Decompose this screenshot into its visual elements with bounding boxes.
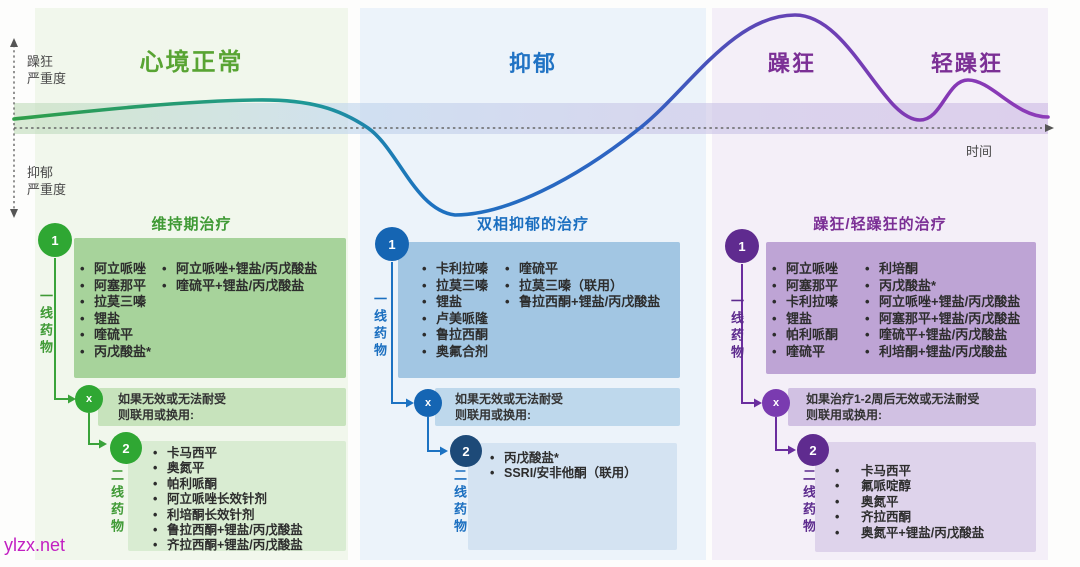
badge-second-line-purple: 2	[797, 434, 829, 466]
drug-item: 拉莫三嗪（联用）	[505, 278, 660, 295]
drug-list: 阿立哌唑阿塞那平卡利拉嗪锂盐帕利哌酮喹硫平	[772, 261, 865, 360]
drug-item: 帕利哌酮	[153, 477, 342, 493]
drug-item: 帕利哌酮	[772, 327, 865, 344]
drug-item: 锂盐	[422, 294, 505, 311]
y-axis-label-depression-severity: 抑郁 严重度	[27, 165, 67, 197]
drug-list: 利培酮丙戊酸盐*阿立哌唑+锂盐/丙戊酸盐阿塞那平+锂盐/丙戊酸盐喹硫平+锂盐/丙…	[865, 261, 1020, 360]
drug-item: 丙戊酸盐*	[490, 451, 673, 467]
drug-item: 丙戊酸盐*	[865, 278, 1020, 295]
badge-switch-purple: x	[762, 389, 790, 417]
phase-title-hypomania: 轻躁狂	[930, 51, 1003, 76]
drug-item: 奥氮平+锂盐/丙戊酸盐	[835, 526, 1032, 542]
section-title-maintenance: 维持期治疗	[151, 216, 232, 233]
drug-item: 阿立哌唑	[772, 261, 865, 278]
drug-list: 卡马西平奥氮平帕利哌酮阿立哌唑长效针剂利培酮长效针剂鲁拉西酮+锂盐/丙戊酸盐齐拉…	[153, 446, 342, 554]
badge-first-line-blue: 1	[375, 227, 409, 261]
drug-item: 阿立哌唑+锂盐/丙戊酸盐	[865, 294, 1020, 311]
drug-item: 齐拉西酮	[835, 510, 1032, 526]
drug-item: 卡马西平	[835, 464, 1032, 480]
severity-axis-down-arrow-icon	[10, 209, 18, 218]
drug-item: 拉莫三嗪	[80, 294, 162, 311]
drug-item: 丙戊酸盐*	[80, 344, 162, 361]
first-line-box-purple: 阿立哌唑阿塞那平卡利拉嗪锂盐帕利哌酮喹硫平 利培酮丙戊酸盐*阿立哌唑+锂盐/丙戊…	[766, 242, 1036, 374]
drug-item: 齐拉西酮+锂盐/丙戊酸盐	[153, 538, 342, 554]
switch-note-purple: 如果治疗1-2周后无效或无法耐受 则联用或换用:	[788, 388, 1036, 426]
drug-item: 阿立哌唑+锂盐/丙戊酸盐	[162, 261, 317, 278]
drug-item: 喹硫平+锂盐/丙戊酸盐	[865, 327, 1020, 344]
drug-item: 喹硫平	[80, 327, 162, 344]
drug-item: 喹硫平+锂盐/丙戊酸盐	[162, 278, 317, 295]
drug-item: 阿塞那平+锂盐/丙戊酸盐	[865, 311, 1020, 328]
drug-item: 锂盐	[80, 311, 162, 328]
drug-list: 卡利拉嗪拉莫三嗪锂盐卢美哌隆鲁拉西酮奥氟合剂	[422, 261, 505, 360]
first-line-box-green: 阿立哌唑阿塞那平拉莫三嗪锂盐喹硫平丙戊酸盐* 阿立哌唑+锂盐/丙戊酸盐喹硫平+锂…	[74, 238, 346, 378]
first-line-label-green: 一线药物	[38, 289, 53, 357]
drug-list: 喹硫平拉莫三嗪（联用）鲁拉西酮+锂盐/丙戊酸盐	[505, 261, 660, 360]
switch-note-blue: 如果无效或无法耐受 则联用或换用:	[435, 388, 680, 426]
drug-item: 卡马西平	[153, 446, 342, 462]
drug-list: 卡马西平氟哌啶醇奥氮平齐拉西酮奥氮平+锂盐/丙戊酸盐	[835, 464, 1032, 541]
x-axis-label-time: 时间	[966, 144, 993, 159]
drug-item: 阿立哌唑	[80, 261, 162, 278]
second-line-label-purple: 二线药物	[801, 468, 816, 536]
drug-item: 鲁拉西酮+锂盐/丙戊酸盐	[153, 523, 342, 539]
severity-axis-up-arrow-icon	[10, 38, 18, 47]
badge-switch-blue: x	[414, 389, 442, 417]
drug-list: 丙戊酸盐*SSRI/安非他酮（联用）	[490, 451, 673, 482]
drug-item: 利培酮+锂盐/丙戊酸盐	[865, 344, 1020, 361]
second-line-box-blue: 丙戊酸盐*SSRI/安非他酮（联用）	[468, 443, 677, 550]
badge-switch-green: x	[75, 385, 103, 413]
badge-second-line-green: 2	[110, 432, 142, 464]
drug-list: 阿立哌唑+锂盐/丙戊酸盐喹硫平+锂盐/丙戊酸盐	[162, 261, 317, 360]
second-line-label-blue: 二线药物	[452, 468, 467, 536]
phase-title-mania: 躁狂	[767, 51, 816, 76]
second-line-label-green: 二线药物	[109, 468, 124, 536]
phase-title-normal-mood: 心境正常	[139, 49, 244, 76]
drug-item: 奥氮平	[835, 495, 1032, 511]
drug-item: 利培酮	[865, 261, 1020, 278]
drug-item: 拉莫三嗪	[422, 278, 505, 295]
drug-item: 卡利拉嗪	[772, 294, 865, 311]
drug-item: 鲁拉西酮+锂盐/丙戊酸盐	[505, 294, 660, 311]
badge-first-line-green: 1	[38, 223, 72, 257]
badge-first-line-purple: 1	[725, 229, 759, 263]
drug-item: 鲁拉西酮	[422, 327, 505, 344]
switch-note-green: 如果无效或无法耐受 则联用或换用:	[98, 388, 346, 426]
first-line-label-blue: 一线药物	[372, 292, 387, 360]
section-title-mania-treatment: 躁狂/轻躁狂的治疗	[813, 216, 947, 233]
drug-item: 阿塞那平	[772, 278, 865, 295]
first-line-label-purple: 一线药物	[729, 294, 744, 362]
watermark: ylzx.net	[4, 535, 66, 555]
drug-list: 阿立哌唑阿塞那平拉莫三嗪锂盐喹硫平丙戊酸盐*	[80, 261, 162, 360]
section-title-bipolar-depression: 双相抑郁的治疗	[476, 216, 589, 233]
first-line-box-blue: 卡利拉嗪拉莫三嗪锂盐卢美哌隆鲁拉西酮奥氟合剂 喹硫平拉莫三嗪（联用）鲁拉西酮+锂…	[398, 242, 680, 378]
drug-item: 锂盐	[772, 311, 865, 328]
phase-title-depression: 抑郁	[508, 51, 557, 76]
drug-item: 奥氟合剂	[422, 344, 505, 361]
second-line-box-green: 卡马西平奥氮平帕利哌酮阿立哌唑长效针剂利培酮长效针剂鲁拉西酮+锂盐/丙戊酸盐齐拉…	[128, 441, 346, 554]
second-line-box-purple: 卡马西平氟哌啶醇奥氮平齐拉西酮奥氮平+锂盐/丙戊酸盐	[815, 442, 1036, 552]
drug-item: 卢美哌隆	[422, 311, 505, 328]
drug-item: SSRI/安非他酮（联用）	[490, 466, 673, 482]
drug-item: 卡利拉嗪	[422, 261, 505, 278]
drug-item: 阿塞那平	[80, 278, 162, 295]
badge-second-line-blue: 2	[450, 435, 482, 467]
drug-item: 氟哌啶醇	[835, 479, 1032, 495]
drug-item: 奥氮平	[153, 461, 342, 477]
drug-item: 利培酮长效针剂	[153, 508, 342, 524]
drug-item: 喹硫平	[505, 261, 660, 278]
drug-item: 喹硫平	[772, 344, 865, 361]
drug-item: 阿立哌唑长效针剂	[153, 492, 342, 508]
